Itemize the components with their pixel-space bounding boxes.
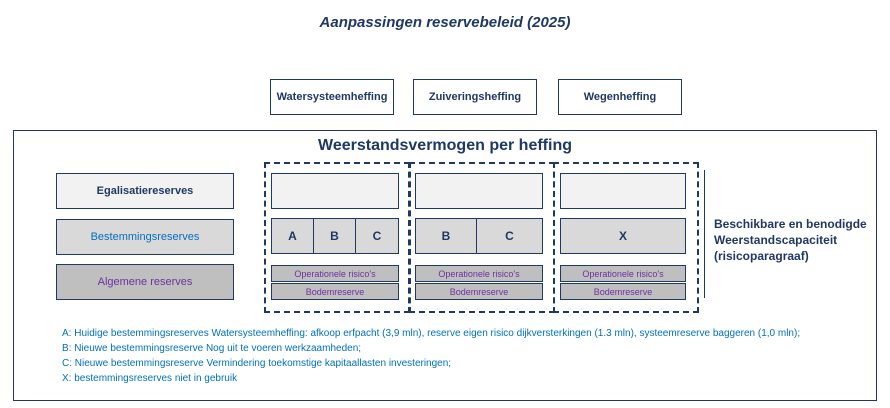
note-x: X: bestemmingsreserves niet in gebruik xyxy=(62,373,238,384)
egalisatie-cell xyxy=(560,173,686,209)
note-b: B: Nieuwe bestemmingsreserve Nog uit te … xyxy=(62,343,362,354)
weerstandscapaciteit-label: Beschikbare en benodigde Weerstandscapac… xyxy=(714,217,867,263)
bestemming-cell-b: B xyxy=(313,218,356,254)
bestemming-cell-a: A xyxy=(271,218,314,254)
notes-list: A: Huidige bestemmingsreserves Watersyst… xyxy=(62,326,882,386)
egalisatie-cell xyxy=(415,173,543,209)
levy-watersysteem: Watersysteemheffing xyxy=(270,79,394,115)
bestemming-cell-c: C xyxy=(476,218,543,254)
operationele-risicos-cell: Operationele risico's xyxy=(271,265,399,282)
resistance-frame xyxy=(13,130,877,401)
levy-wegen: Wegenheffing xyxy=(558,79,682,115)
bodemreserve-cell: Bodemreserve xyxy=(415,283,543,300)
operationele-risicos-cell: Operationele risico's xyxy=(560,265,686,282)
legend-egalisatie: Egalisatiereserves xyxy=(56,173,234,209)
bestemming-cell-x: X xyxy=(560,218,686,254)
egalisatie-cell xyxy=(271,173,399,209)
bestemming-cell-c: C xyxy=(355,218,399,254)
levy-zuivering: Zuiveringsheffing xyxy=(413,79,537,115)
legend-bestemming: Bestemmingsreserves xyxy=(56,219,234,255)
diagram-title: Aanpassingen reservebeleid (2025) xyxy=(319,14,571,31)
legend-algemeen: Algemene reserves xyxy=(56,264,234,300)
frame-title: Weerstandsvermogen per heffing xyxy=(318,137,572,154)
note-a: A: Huidige bestemmingsreserves Watersyst… xyxy=(62,328,801,339)
bodemreserve-cell: Bodemreserve xyxy=(271,283,399,300)
bestemming-cell-b: B xyxy=(415,218,477,254)
operationele-risicos-cell: Operationele risico's xyxy=(415,265,543,282)
column-wegen xyxy=(553,162,699,313)
note-c: C: Nieuwe bestemmingsreserve Verminderin… xyxy=(62,358,452,369)
bodemreserve-cell: Bodemreserve xyxy=(560,283,686,300)
bracket-line xyxy=(704,170,705,298)
